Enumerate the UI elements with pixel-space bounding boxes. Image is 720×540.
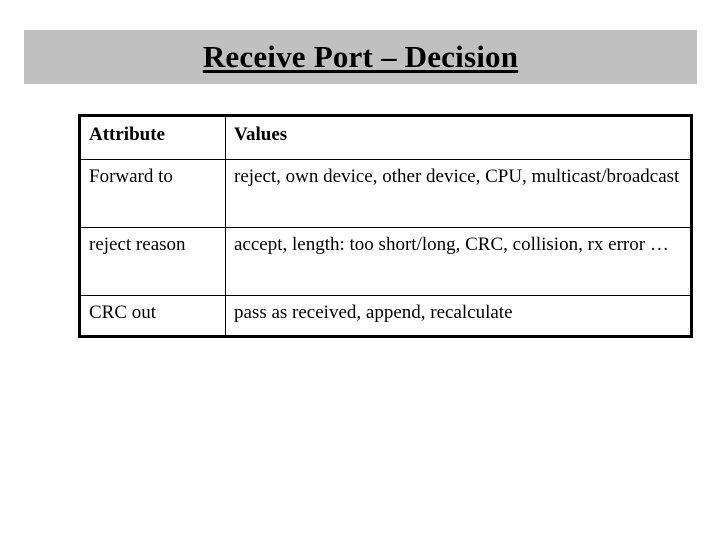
- table-row: CRC out pass as received, append, recalc…: [79, 295, 692, 337]
- table-header-row: Attribute Values: [79, 115, 692, 160]
- table-body: Forward to reject, own device, other dev…: [79, 159, 692, 337]
- table-header: Attribute Values: [79, 115, 692, 160]
- table-row: Forward to reject, own device, other dev…: [79, 159, 692, 228]
- decision-table-container: Attribute Values Forward to reject, own …: [78, 114, 693, 338]
- cell-values: pass as received, append, recalculate: [225, 295, 692, 337]
- title-banner: Receive Port – Decision: [24, 30, 697, 84]
- column-header-attribute: Attribute: [79, 115, 226, 160]
- cell-attribute: reject reason: [79, 227, 226, 296]
- cell-attribute: CRC out: [79, 295, 226, 337]
- cell-values: reject, own device, other device, CPU, m…: [225, 159, 692, 228]
- page-title: Receive Port – Decision: [202, 38, 519, 74]
- cell-values: accept, length: too short/long, CRC, col…: [225, 227, 692, 296]
- decision-table: Attribute Values Forward to reject, own …: [78, 114, 693, 338]
- table-row: reject reason accept, length: too short/…: [79, 227, 692, 296]
- cell-attribute: Forward to: [79, 159, 226, 228]
- column-header-values: Values: [225, 115, 692, 160]
